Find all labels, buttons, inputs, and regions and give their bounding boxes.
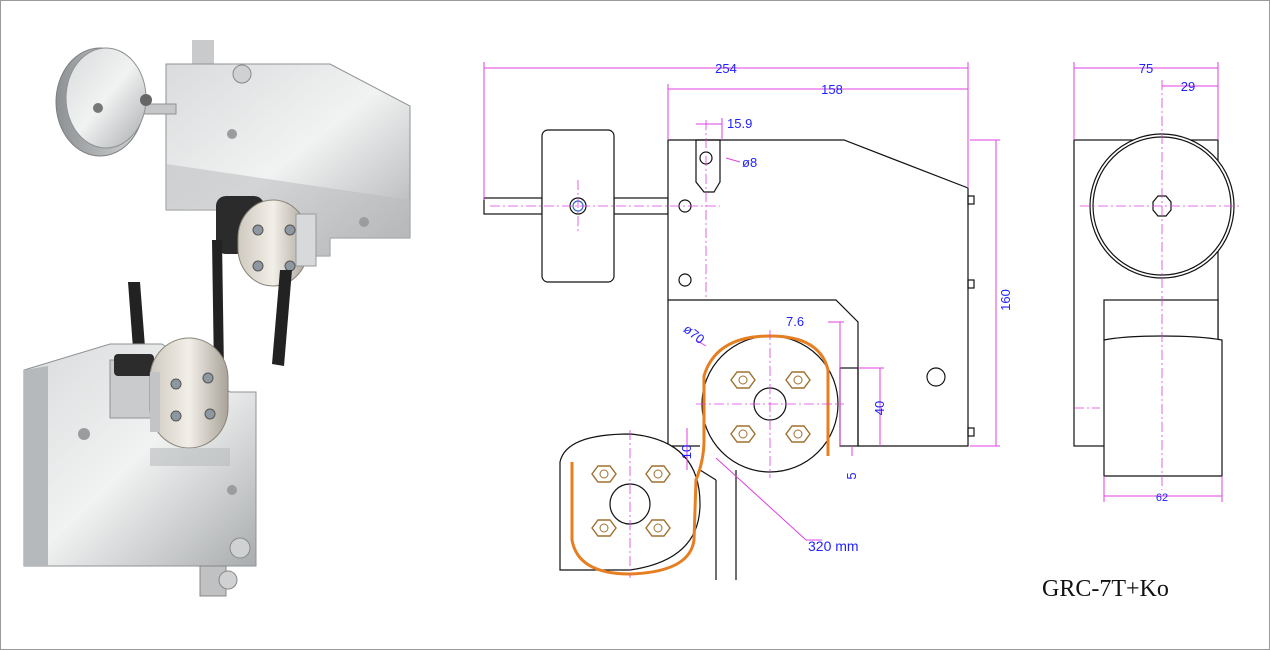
dim-side-offset: 29	[1181, 79, 1195, 94]
dim-gap: 7.6	[786, 314, 804, 329]
dim-jaw-height: 40	[872, 401, 887, 415]
lower-roller	[149, 337, 229, 449]
dimension-lines	[483, 62, 1000, 541]
product-photo	[23, 40, 411, 597]
dim-body-length: 158	[821, 82, 843, 97]
dim-jaw-offset: 5	[844, 472, 859, 479]
dim-pin-offset: 15.9	[727, 116, 752, 131]
upper-shaft	[192, 40, 214, 70]
side-view	[1073, 133, 1235, 477]
side-dimension-lines	[1073, 62, 1223, 502]
test-band	[570, 334, 830, 576]
dim-side-base: 62	[1156, 492, 1168, 504]
dim-height: 160	[998, 289, 1013, 311]
model-label: GRC-7T+Ko	[1042, 576, 1169, 602]
dim-roller-gap: 10	[679, 445, 694, 459]
roller-bolts	[591, 371, 811, 537]
dim-band-length: 320 mm	[808, 538, 859, 554]
left-strap	[128, 282, 146, 362]
right-strap	[272, 270, 292, 366]
dim-roller-diameter: ø70	[681, 321, 708, 347]
dim-overall-length: 254	[715, 61, 737, 76]
dim-hole-diameter: ø8	[742, 155, 757, 170]
front-view	[483, 129, 975, 580]
dim-side-width: 75	[1139, 61, 1153, 76]
